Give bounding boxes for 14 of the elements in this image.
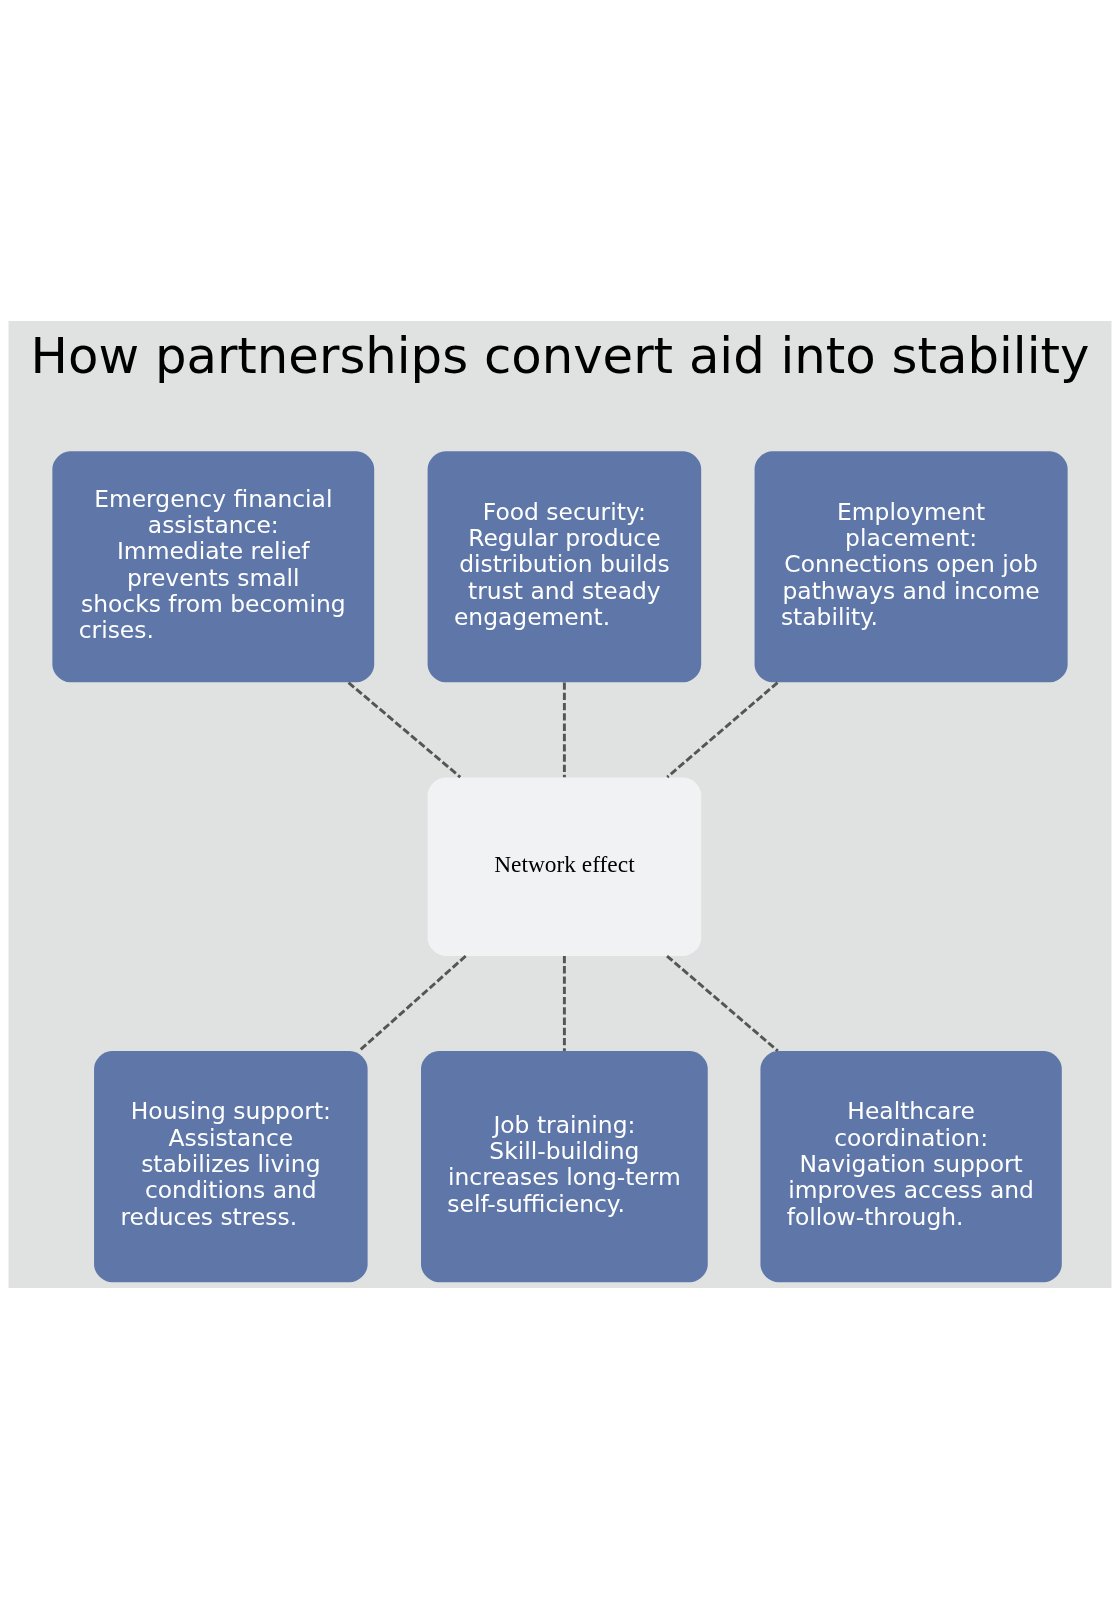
diagram-title: How partnerships convert aid into stability	[30, 326, 1090, 384]
connector	[347, 681, 462, 778]
node-box: Healthcare coordination: Navigation support improves access and follow-through.	[760, 1050, 1062, 1282]
connector	[666, 954, 779, 1052]
node-box: Housing support: Assistance stabilizes living conditions and reduces stress.	[94, 1050, 368, 1282]
connector	[358, 954, 467, 1052]
connector	[666, 681, 779, 778]
node-box: Job training: Skill-building increases long-term self-sufficiency.	[421, 1050, 708, 1282]
connector	[562, 955, 566, 1051]
node-box: Emergency financial assistance: Immediate relief prevents small shocks from becoming crises.	[52, 450, 375, 682]
node-box: Employment placement: Connections open job pathways and income stability.	[754, 450, 1068, 682]
node-box: Food security: Regular produce distribution builds trust and steady engagement.	[427, 450, 702, 682]
node-box: Network effect	[427, 776, 702, 956]
connector	[562, 682, 566, 777]
